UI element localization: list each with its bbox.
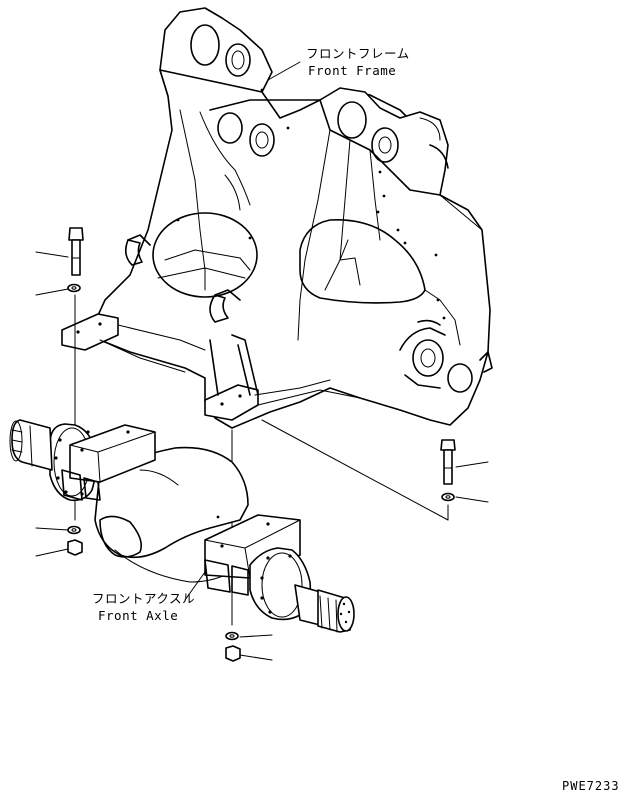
front-frame-label-en: Front Frame bbox=[308, 63, 396, 78]
washer bbox=[225, 631, 239, 641]
front-frame-label-jp: フロントフレーム bbox=[306, 46, 410, 61]
washer bbox=[67, 525, 81, 535]
hex-bolt bbox=[440, 439, 456, 451]
left-spindle bbox=[11, 419, 53, 471]
right-bolt-assembly bbox=[261, 419, 489, 521]
frame-left-opening bbox=[152, 212, 258, 298]
axle-housing bbox=[94, 446, 249, 559]
hex-nut bbox=[225, 645, 241, 662]
frame-left-mount-pad bbox=[61, 313, 119, 351]
front-frame bbox=[61, 7, 493, 429]
washer bbox=[67, 283, 81, 293]
drawing-reference-code: PWE7233 bbox=[562, 779, 620, 793]
hex-bolt bbox=[68, 227, 84, 241]
left-bolt-assembly bbox=[35, 227, 84, 557]
washer bbox=[441, 492, 455, 502]
hex-nut bbox=[67, 539, 83, 556]
frame-right-tower bbox=[319, 87, 449, 196]
front-frame-leader bbox=[267, 61, 301, 81]
front-axle-label-en: Front Axle bbox=[98, 608, 178, 623]
front-axle bbox=[9, 419, 355, 633]
front-axle-label-jp: フロントアクスル bbox=[92, 591, 195, 606]
front-axle-leader bbox=[184, 571, 206, 601]
